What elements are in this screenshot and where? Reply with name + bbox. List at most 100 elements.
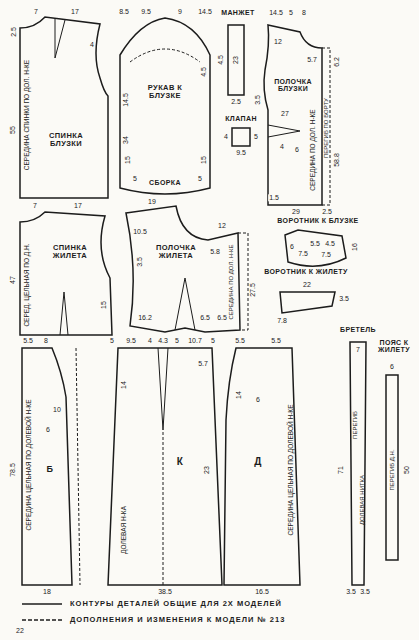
piece-name: ПОЛОЧКА ЖИЛЕТА [151, 244, 201, 260]
dimension-label: 6 [255, 396, 261, 403]
dimension-label: 14 [235, 390, 242, 400]
dimension-label: 7 [355, 346, 361, 353]
dimension-label: 2.5 [321, 208, 333, 215]
dimension-label: 1.5 [268, 194, 280, 201]
piece-contour [232, 128, 250, 146]
dimension-label: 71 [337, 465, 344, 475]
dimension-label: 9 [177, 8, 183, 15]
dimension-label: 5 [288, 9, 294, 16]
pattern-piece: СЕРЕДИНА ЦЕЛЬНАЯ ПО ДОЛЕВОЙ Н-КЕБ [20, 346, 74, 587]
dimension-label: 10.7 [187, 337, 203, 344]
dimension-label: 19 [147, 198, 157, 205]
dimension-label: 5 [174, 337, 180, 344]
dimension-label: 6.5 [216, 314, 228, 321]
pattern-piece: ВОРОТНИК К ЖИЛЕТУ [278, 288, 338, 316]
dimension-label: 22 [15, 627, 25, 634]
piece-contour [228, 25, 244, 95]
dashed-line [76, 348, 80, 585]
piece-name: СЕРЕДИНА СПИНКИ ПО ДОЛ. Н-КЕ [24, 60, 31, 170]
dimension-label: 16.2 [137, 314, 153, 321]
piece-contour [264, 25, 322, 205]
pattern-piece: ПОЛОЧКА БЛУЗКИСЕРЕДИНА ПО ДОЛ. Н-КЕПЕРЕГ… [262, 23, 324, 207]
dimension-label: 38.5 [157, 588, 173, 595]
piece-name: Д [254, 457, 262, 468]
piece-name: СПИНКА ЖИЛЕТА [44, 244, 96, 260]
dimension-label: 3.5 [359, 588, 371, 595]
dimension-label: 50 [403, 465, 410, 475]
piece-name: СЕРЕДИНА ПО ДОЛ. Н-КЕ [310, 109, 317, 190]
piece-outline [18, 205, 114, 337]
dimension-label: 5.5 [234, 337, 246, 344]
dimension-label: 16.5 [254, 588, 270, 595]
dimension-label: 10.5 [132, 228, 148, 235]
dimension-label: 8.5 [118, 8, 130, 15]
dimension-label: 55 [9, 125, 16, 135]
dimension-label: 34 [122, 135, 129, 145]
dimension-label: 5 [109, 337, 115, 344]
dimension-label: 4 [147, 337, 153, 344]
dimension-label: 2.5 [230, 98, 242, 105]
piece-outline [348, 340, 368, 587]
piece-name: ДОЛЕВАЯ Н-КА [121, 506, 128, 554]
pattern-piece: СПИНКА ЖИЛЕТАСЕРЕД. ЦЕЛЬНАЯ ПО Д.Н. [18, 205, 114, 337]
piece-contour [20, 212, 112, 335]
piece-name: КЛАПАН [225, 115, 257, 122]
pattern-piece: ПОЯС К ЖИЛЕТУПЕРЕГИБ Д.Н. [384, 373, 400, 562]
piece-contour [126, 206, 240, 332]
piece-name: ПЕРЕГИБ Д.Н. [389, 449, 395, 490]
piece-name: СПИНКА БЛУЗКИ [40, 132, 92, 148]
pattern-piece: СПИНКА БЛУЗКИ СЕРЕДИНА СПИНКИ ПО ДОЛ. Н-К… [18, 12, 110, 200]
piece-name: ВОРОТНИК К ЖИЛЕТУ [264, 268, 348, 275]
dimension-label: 6.2 [333, 56, 340, 68]
dimension-label: 15 [124, 155, 131, 165]
dimension-label: 5.5 [270, 337, 282, 344]
dimension-label: 58.8 [333, 152, 340, 168]
dimension-label: 12 [217, 222, 227, 229]
piece-contour [350, 342, 366, 585]
dimension-label: 22 [302, 281, 312, 288]
piece-name: МАНЖЕТ [221, 9, 255, 16]
dashed-line [130, 49, 200, 62]
dart-line [158, 348, 168, 430]
dimension-label: 6 [289, 243, 295, 250]
dimension-label: 5.5 [309, 240, 321, 247]
dimension-label: 14.5 [197, 8, 213, 15]
dashed-line [322, 48, 330, 205]
dimension-label: 12 [273, 38, 283, 45]
dimension-label: 29 [291, 208, 301, 215]
dimension-label: 3.5 [136, 256, 143, 268]
dimension-label: 15 [100, 300, 107, 310]
dimension-label: 10 [52, 406, 62, 413]
piece-name: СЕРЕДИНА ЦЕЛЬНАЯ ПО ДОЛЕВОЙ Н-КЕ [26, 400, 33, 531]
dimension-label: 5.7 [197, 360, 209, 367]
dimension-label: 4 [89, 41, 95, 48]
dimension-label: 5 [253, 133, 259, 140]
dimension-label: 3.5 [254, 94, 261, 106]
dart-line [175, 278, 195, 330]
piece-outline [118, 16, 212, 200]
piece-name: БРЕТЕЛЬ [340, 326, 376, 333]
piece-contour [285, 230, 346, 266]
legend-text: КОНТУРЫ ДЕТАЛЕЙ ОБЩИЕ ДЛЯ 2Х МОДЕЛЕЙ [70, 600, 282, 608]
dimension-label: 9.5 [125, 337, 137, 344]
piece-name: ПОЛОЧКА БЛУЗКИ [271, 78, 315, 93]
dimension-label: 3.5 [345, 588, 357, 595]
piece-outline [278, 288, 338, 316]
piece-contour [386, 375, 398, 560]
piece-contour [20, 17, 108, 198]
dimension-label: 7 [33, 8, 39, 15]
piece-contour [22, 348, 72, 585]
dimension-label: 6 [45, 426, 51, 433]
dimension-label: 4 [223, 133, 229, 140]
pattern-piece: ДСЕРЕДИНА ЦЕЛЬНАЯ ПО ДОЛЕВОЙ Н-КЕ [222, 346, 302, 587]
piece-contour [224, 348, 300, 585]
piece-outline [230, 126, 252, 148]
dimension-label: 2.5 [10, 26, 17, 38]
dimension-label: 23 [232, 55, 239, 65]
dimension-label: 14 [120, 380, 127, 390]
dimension-label: 6 [294, 146, 300, 153]
dimension-label: 7.5 [320, 251, 332, 258]
piece-name: СЕРЕДИНА ПО ДОЛ. Н-КЕ [228, 244, 234, 319]
piece-name: ПЕРЕГИБ ПО БОРТУ [323, 98, 329, 158]
legend-text: ДОПОЛНЕНИЯ И ИЗМЕНЕНИЯ К МОДЕЛИ № 213 [70, 616, 285, 624]
